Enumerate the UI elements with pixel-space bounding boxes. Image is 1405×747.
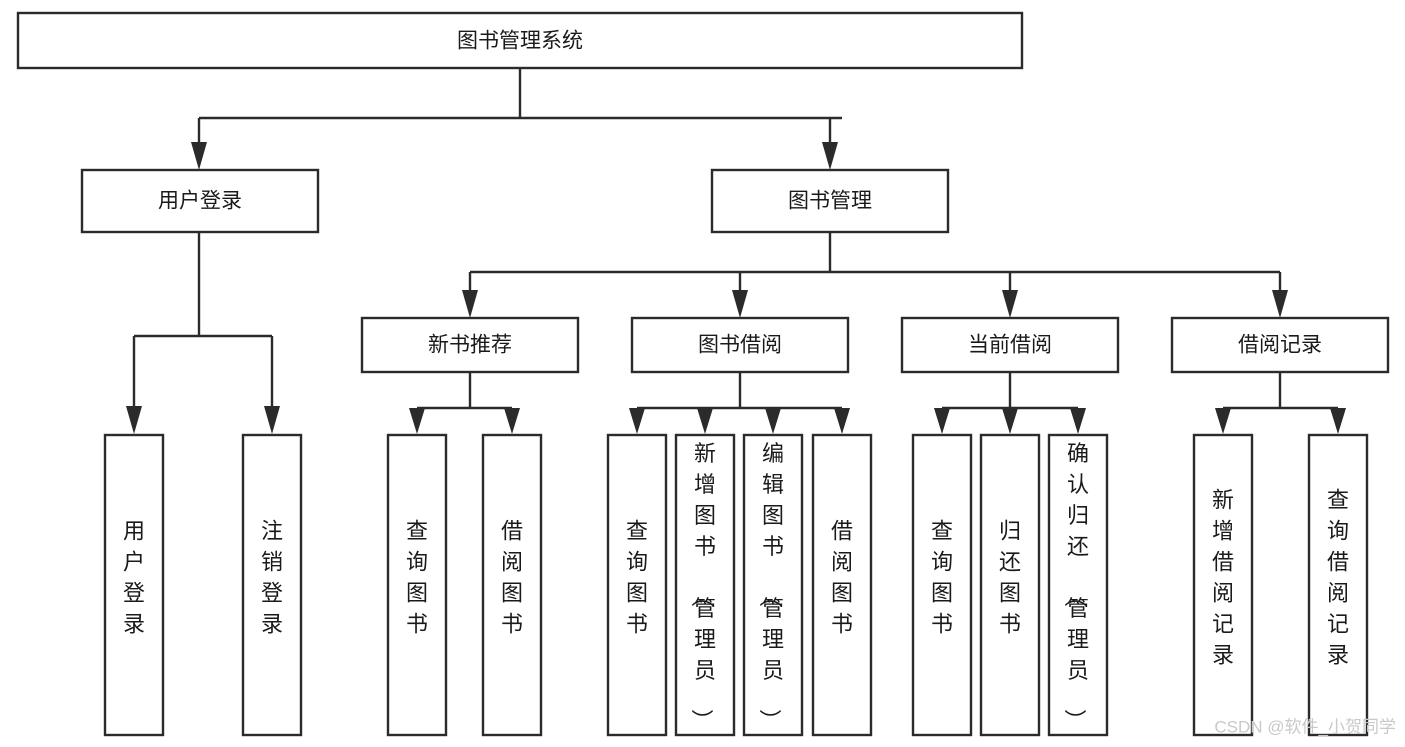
arrow-head-leaf-logout (264, 406, 280, 434)
node-leaf-query-record-box[interactable] (1307, 433, 1369, 737)
node-leaf-add-book-box[interactable] (674, 433, 736, 737)
node-leaf-query-book-1-box[interactable] (386, 433, 448, 737)
node-leaf-edit-book-label: 编辑图书（管理员） (757, 441, 784, 731)
node-new-book-rec-box[interactable] (360, 316, 580, 374)
node-user-login[interactable]: 用户登录 (80, 168, 320, 234)
node-leaf-borrow-book-2[interactable]: 借阅图书 (811, 433, 873, 737)
node-leaf-query-book-2-label: 查询图书 (626, 519, 648, 637)
node-leaf-add-record[interactable]: 新增借阅记录 (1192, 433, 1254, 737)
node-book-borrow-label: 图书借阅 (698, 334, 782, 357)
node-current-borrow-box[interactable] (900, 316, 1120, 374)
arrow-head-leaf-query-book-3 (934, 408, 950, 434)
arrow-head-book-manage (822, 142, 838, 170)
node-leaf-add-book-label: 新增图书（管理员） (689, 441, 716, 731)
node-new-book-rec-label: 新书推荐 (428, 334, 512, 357)
node-leaf-confirm-return[interactable]: 确认归还（管理员） (1047, 433, 1109, 737)
arrow-head-borrow-record (1272, 290, 1288, 318)
node-new-book-rec[interactable]: 新书推荐 (360, 316, 580, 374)
node-book-manage[interactable]: 图书管理 (710, 168, 950, 234)
node-leaf-add-book[interactable]: 新增图书（管理员） (674, 433, 736, 737)
arrow-head-user-login (191, 142, 207, 170)
node-leaf-query-book-1-label: 查询图书 (406, 519, 428, 637)
arrow-head-leaf-add-book (697, 408, 713, 434)
csdn-watermark: CSDN @软件_小贺同学 (1214, 717, 1396, 736)
node-leaf-edit-book-box[interactable] (742, 433, 804, 737)
node-leaf-borrow-book-2-box[interactable] (811, 433, 873, 737)
arrow-head-current-borrow (1002, 290, 1018, 318)
node-leaf-user-login[interactable]: 用户登录 (103, 433, 165, 737)
node-borrow-record-label: 借阅记录 (1238, 334, 1322, 357)
arrow-head-leaf-borrow-book-2 (834, 408, 850, 434)
node-leaf-borrow-book-1-box[interactable] (481, 433, 543, 737)
node-leaf-query-book-1[interactable]: 查询图书 (386, 433, 448, 737)
node-book-manage-box[interactable] (710, 168, 950, 234)
node-leaf-query-book-3[interactable]: 查询图书 (911, 433, 973, 737)
arrow-head-leaf-query-book-2 (629, 408, 645, 434)
connector-group-root (191, 68, 842, 170)
arrow-head-leaf-user-login (126, 406, 142, 434)
node-leaf-query-book-2-box[interactable] (606, 433, 668, 737)
node-leaf-add-record-label: 新增借阅记录 (1212, 488, 1234, 668)
node-leaf-query-book-2[interactable]: 查询图书 (606, 433, 668, 737)
arrow-head-leaf-query-book-1 (409, 408, 425, 434)
connector-group-book-borrow (629, 372, 850, 434)
node-current-borrow[interactable]: 当前借阅 (900, 316, 1120, 374)
node-borrow-record[interactable]: 借阅记录 (1170, 316, 1390, 374)
node-root-box[interactable] (16, 11, 1024, 70)
node-leaf-add-record-box[interactable] (1192, 433, 1254, 737)
arrow-head-book-borrow (732, 290, 748, 318)
node-leaf-query-book-3-label: 查询图书 (931, 519, 953, 637)
node-leaf-return-book-label: 归还图书 (999, 519, 1021, 637)
node-root[interactable]: 图书管理系统 (16, 11, 1024, 70)
arrow-head-leaf-confirm-return (1070, 408, 1086, 434)
node-leaf-logout[interactable]: 注销登录 (241, 433, 303, 737)
arrow-head-leaf-add-record (1215, 408, 1231, 434)
node-book-borrow-box[interactable] (630, 316, 850, 374)
node-current-borrow-label: 当前借阅 (968, 334, 1052, 357)
node-user-login-label: 用户登录 (158, 190, 242, 213)
node-book-borrow[interactable]: 图书借阅 (630, 316, 850, 374)
node-leaf-borrow-book-2-label: 借阅图书 (831, 519, 853, 637)
node-leaf-edit-book[interactable]: 编辑图书（管理员） (742, 433, 804, 737)
connector-group-book-manage (462, 232, 1288, 318)
arrow-head-leaf-borrow-book-1 (504, 408, 520, 434)
node-leaf-logout-box[interactable] (241, 433, 303, 737)
node-leaf-confirm-return-label: 确认归还（管理员） (1062, 441, 1089, 731)
node-leaf-user-login-box[interactable] (103, 433, 165, 737)
node-leaf-query-record-label: 查询借阅记录 (1327, 488, 1349, 668)
node-leaf-confirm-return-box[interactable] (1047, 433, 1109, 737)
node-leaf-borrow-book-1-label: 借阅图书 (501, 519, 523, 637)
connector-group-user-login (126, 232, 280, 434)
arrow-head-leaf-edit-book (765, 408, 781, 434)
node-borrow-record-box[interactable] (1170, 316, 1390, 374)
node-book-manage-label: 图书管理 (788, 190, 872, 213)
node-leaf-logout-label: 注销登录 (261, 519, 283, 637)
arrow-head-leaf-query-record (1330, 408, 1346, 434)
node-leaf-borrow-book-1[interactable]: 借阅图书 (481, 433, 543, 737)
node-leaf-user-login-label: 用户登录 (123, 519, 145, 637)
node-leaf-return-book[interactable]: 归还图书 (979, 433, 1041, 737)
arrow-head-new-book-rec (462, 290, 478, 318)
node-leaf-return-book-box[interactable] (979, 433, 1041, 737)
connector-group-current-borrow (934, 372, 1086, 434)
node-user-login-box[interactable] (80, 168, 320, 234)
node-root-label: 图书管理系统 (457, 30, 583, 53)
arrow-head-leaf-return-book (1002, 408, 1018, 434)
node-leaf-query-record[interactable]: 查询借阅记录 (1307, 433, 1369, 737)
connector-group-new-book-rec (409, 372, 520, 434)
connector-group-borrow-record (1215, 372, 1346, 434)
node-leaf-query-book-3-box[interactable] (911, 433, 973, 737)
